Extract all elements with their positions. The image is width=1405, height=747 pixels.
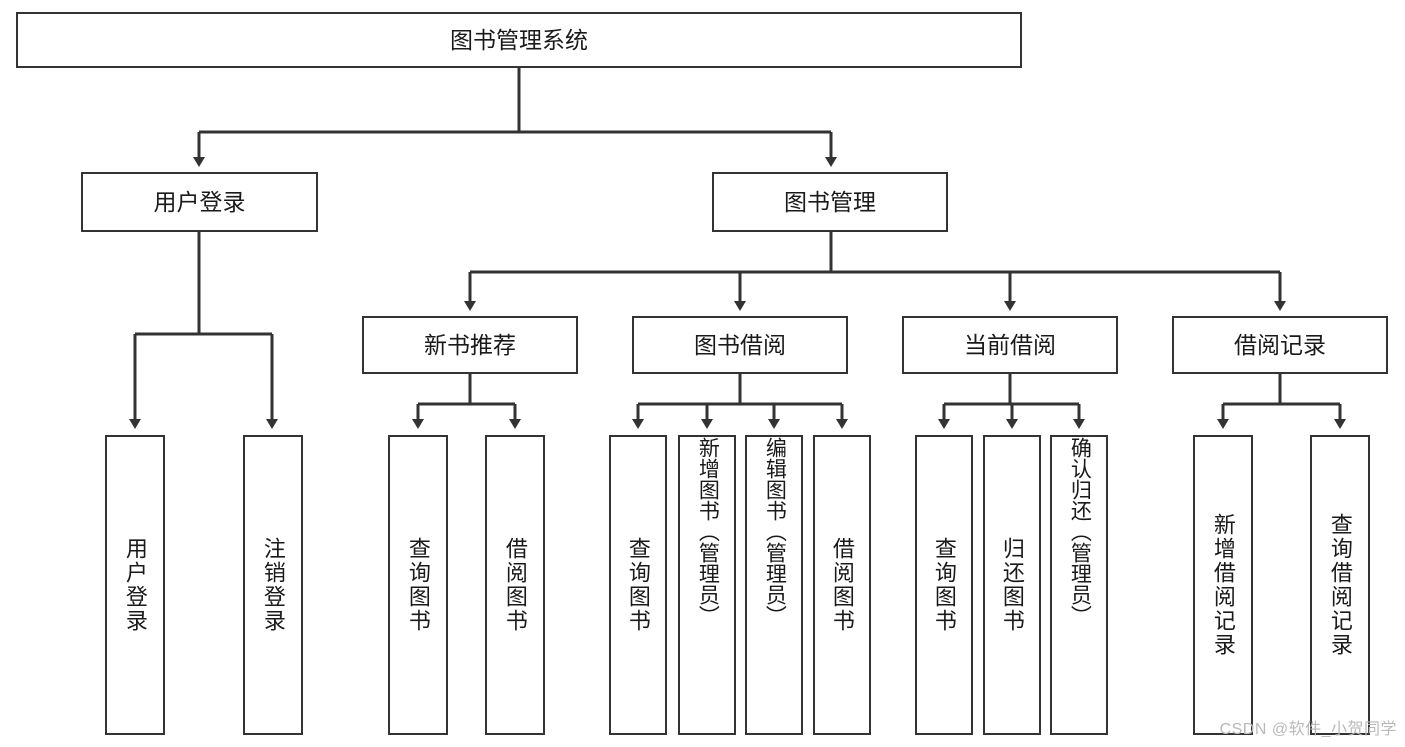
node-leaf-edit-book-label: 编辑图书（管理员） [763, 437, 787, 626]
node-leaf-borrow-book-rec[interactable]: 借阅图书 [485, 435, 545, 735]
node-leaf-add-record[interactable]: 新增借阅记录 [1193, 435, 1253, 735]
node-root-label: 图书管理系统 [450, 26, 588, 53]
node-user-login[interactable]: 用户登录 [81, 172, 318, 232]
node-leaf-borrow-book-rec-label: 借阅图书 [502, 537, 528, 633]
node-leaf-logout[interactable]: 注销登录 [243, 435, 303, 735]
node-current-borrow[interactable]: 当前借阅 [902, 316, 1118, 374]
node-leaf-logout-label: 注销登录 [260, 537, 286, 633]
node-leaf-add-book-label: 新增图书（管理员） [696, 437, 720, 626]
node-leaf-confirm-return[interactable]: 确认归还（管理员） [1050, 435, 1108, 735]
node-current-borrow-label: 当前借阅 [964, 331, 1056, 358]
node-book-borrow[interactable]: 图书借阅 [632, 316, 848, 374]
node-leaf-user-login[interactable]: 用户登录 [105, 435, 165, 735]
node-new-book-rec-label: 新书推荐 [424, 331, 516, 358]
node-leaf-query-book-borrow-label: 查询图书 [625, 537, 651, 633]
node-leaf-add-book[interactable]: 新增图书（管理员） [678, 435, 736, 735]
node-borrow-record[interactable]: 借阅记录 [1172, 316, 1388, 374]
node-user-login-label: 用户登录 [153, 188, 246, 215]
node-borrow-record-label: 借阅记录 [1234, 331, 1326, 358]
node-leaf-add-record-label: 新增借阅记录 [1210, 513, 1236, 657]
node-leaf-borrow-book-label: 借阅图书 [829, 537, 855, 633]
node-book-manage[interactable]: 图书管理 [712, 172, 948, 232]
node-leaf-user-login-label: 用户登录 [122, 537, 148, 633]
node-leaf-query-record[interactable]: 查询借阅记录 [1310, 435, 1370, 735]
node-leaf-edit-book[interactable]: 编辑图书（管理员） [745, 435, 803, 735]
node-leaf-query-book-current-label: 查询图书 [931, 537, 957, 633]
node-leaf-borrow-book[interactable]: 借阅图书 [813, 435, 871, 735]
node-leaf-query-book-current[interactable]: 查询图书 [915, 435, 973, 735]
node-leaf-query-book-borrow[interactable]: 查询图书 [609, 435, 667, 735]
node-leaf-query-record-label: 查询借阅记录 [1327, 513, 1353, 657]
node-leaf-query-book-rec[interactable]: 查询图书 [388, 435, 448, 735]
node-leaf-confirm-return-label: 确认归还（管理员） [1068, 437, 1092, 626]
node-root[interactable]: 图书管理系统 [16, 12, 1022, 68]
node-leaf-query-book-rec-label: 查询图书 [405, 537, 431, 633]
node-leaf-return-book-label: 归还图书 [999, 537, 1025, 633]
csdn-watermark: CSDN @软件_小贺同学 [1219, 721, 1397, 738]
node-book-borrow-label: 图书借阅 [694, 331, 786, 358]
node-leaf-return-book[interactable]: 归还图书 [983, 435, 1041, 735]
node-book-manage-label: 图书管理 [784, 188, 876, 215]
node-new-book-rec[interactable]: 新书推荐 [362, 316, 578, 374]
edges [129, 68, 1346, 429]
